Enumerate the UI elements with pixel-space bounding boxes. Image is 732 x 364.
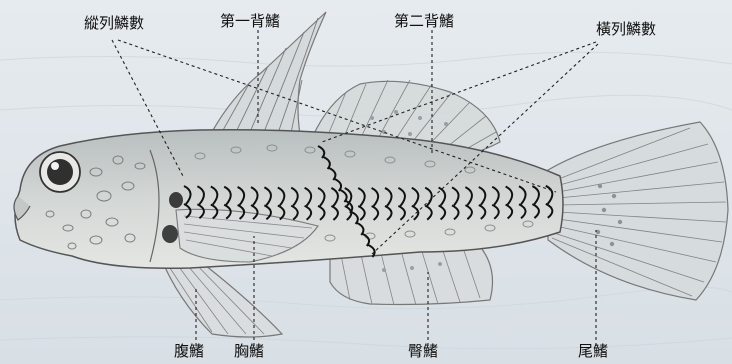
dark-spot-lower <box>162 225 178 243</box>
label-first-dorsal-fin: 第一背鰭 <box>220 12 280 30</box>
label-caudal-fin: 尾鰭 <box>578 342 608 360</box>
dark-spot-upper <box>169 192 183 208</box>
label-pelvic-fin: 腹鰭 <box>174 342 204 360</box>
label-transverse-scales: 橫列鱗數 <box>596 20 656 38</box>
label-second-dorsal-fin: 第二背鰭 <box>394 12 454 30</box>
label-pectoral-fin: 胸鰭 <box>234 342 264 360</box>
fish-eye <box>40 152 80 192</box>
label-lateral-scales: 縱列鱗數 <box>84 14 144 32</box>
label-anal-fin: 臀鰭 <box>408 342 438 360</box>
